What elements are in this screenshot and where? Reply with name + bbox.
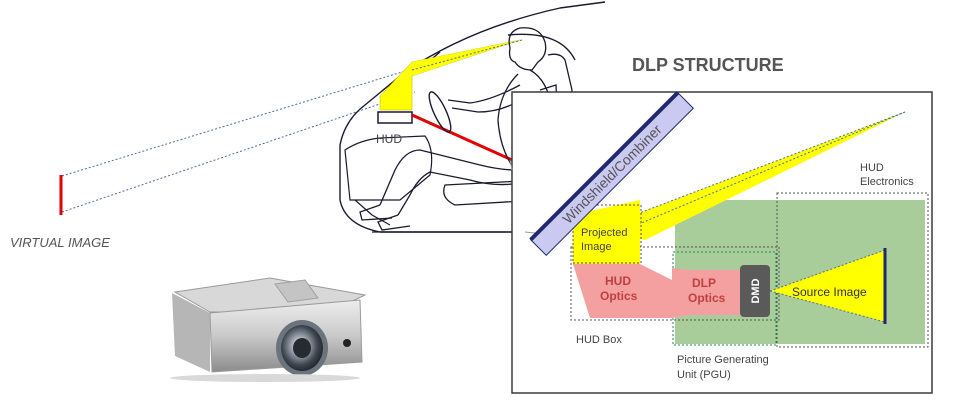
hud-label: HUD [376, 132, 402, 146]
diagram-title: DLP STRUCTURE [632, 55, 784, 75]
dashboard [344, 135, 433, 201]
pgu-label-line2: Unit (PGU) [677, 369, 731, 381]
virtual-image-label: VIRTUAL IMAGE [10, 235, 110, 250]
hud-optics [573, 264, 672, 318]
pgu-label-line1: Picture Generating [677, 354, 769, 366]
projector-icon [170, 277, 367, 382]
dmd-label: DMD [750, 278, 762, 303]
projection-beam-edge-mid [619, 111, 906, 233]
hud-electronics-box [776, 192, 929, 348]
hud-optics-label-line1: HUD [605, 274, 631, 288]
hud-unit [377, 111, 413, 124]
hud-electronics-label-line1: HUD [860, 162, 884, 174]
hud-electronics-label-line2: Electronics [860, 176, 914, 188]
source-image-label: Source Image [792, 285, 867, 299]
eye-sight-line [411, 39, 523, 71]
projected-image-box [572, 204, 642, 264]
dlp-optics-label-line2: Optics [688, 291, 726, 305]
projected-image-area [573, 200, 640, 264]
dmd-chip [740, 265, 770, 317]
projected-image-label-line1: Projected [581, 227, 627, 239]
pedals [354, 199, 391, 226]
hud-optics-label-line2: Optics [600, 289, 638, 303]
steering-wheel [428, 91, 452, 133]
sight-line-bottom [61, 91, 416, 213]
dlp-optics-label-line1: DLP [692, 276, 716, 290]
source-beam-edge-top [769, 249, 886, 292]
hud-box-label: HUD Box [576, 334, 622, 346]
callout-line-top [509, 159, 513, 171]
source-image-beam [770, 250, 885, 322]
dlp-optics [672, 268, 740, 318]
car-section: VIRTUAL IMAGE HUD [10, 1, 606, 250]
hud-box [570, 246, 780, 321]
hud-beam-car [379, 39, 521, 111]
sight-line-top [61, 67, 416, 177]
projected-image-label-line2: Image [581, 241, 612, 253]
beam-to-eye [412, 40, 520, 76]
steering-column [411, 113, 513, 162]
